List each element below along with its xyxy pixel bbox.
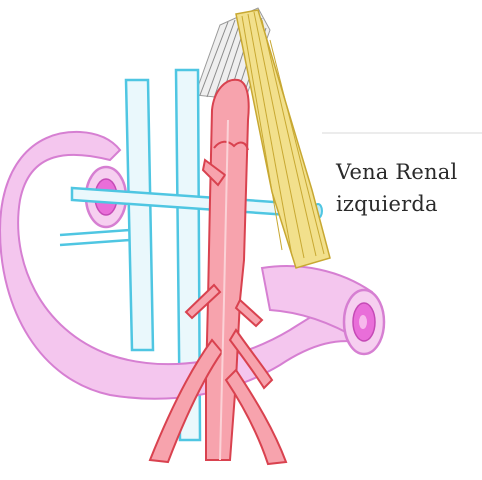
label-vena-renal: Vena Renal	[336, 160, 457, 184]
left-vertical-vessel	[126, 80, 153, 350]
yellow-ligament-band	[236, 10, 330, 268]
label-izquierda: izquierda	[336, 192, 438, 216]
right-intestine-lumen	[344, 290, 384, 354]
